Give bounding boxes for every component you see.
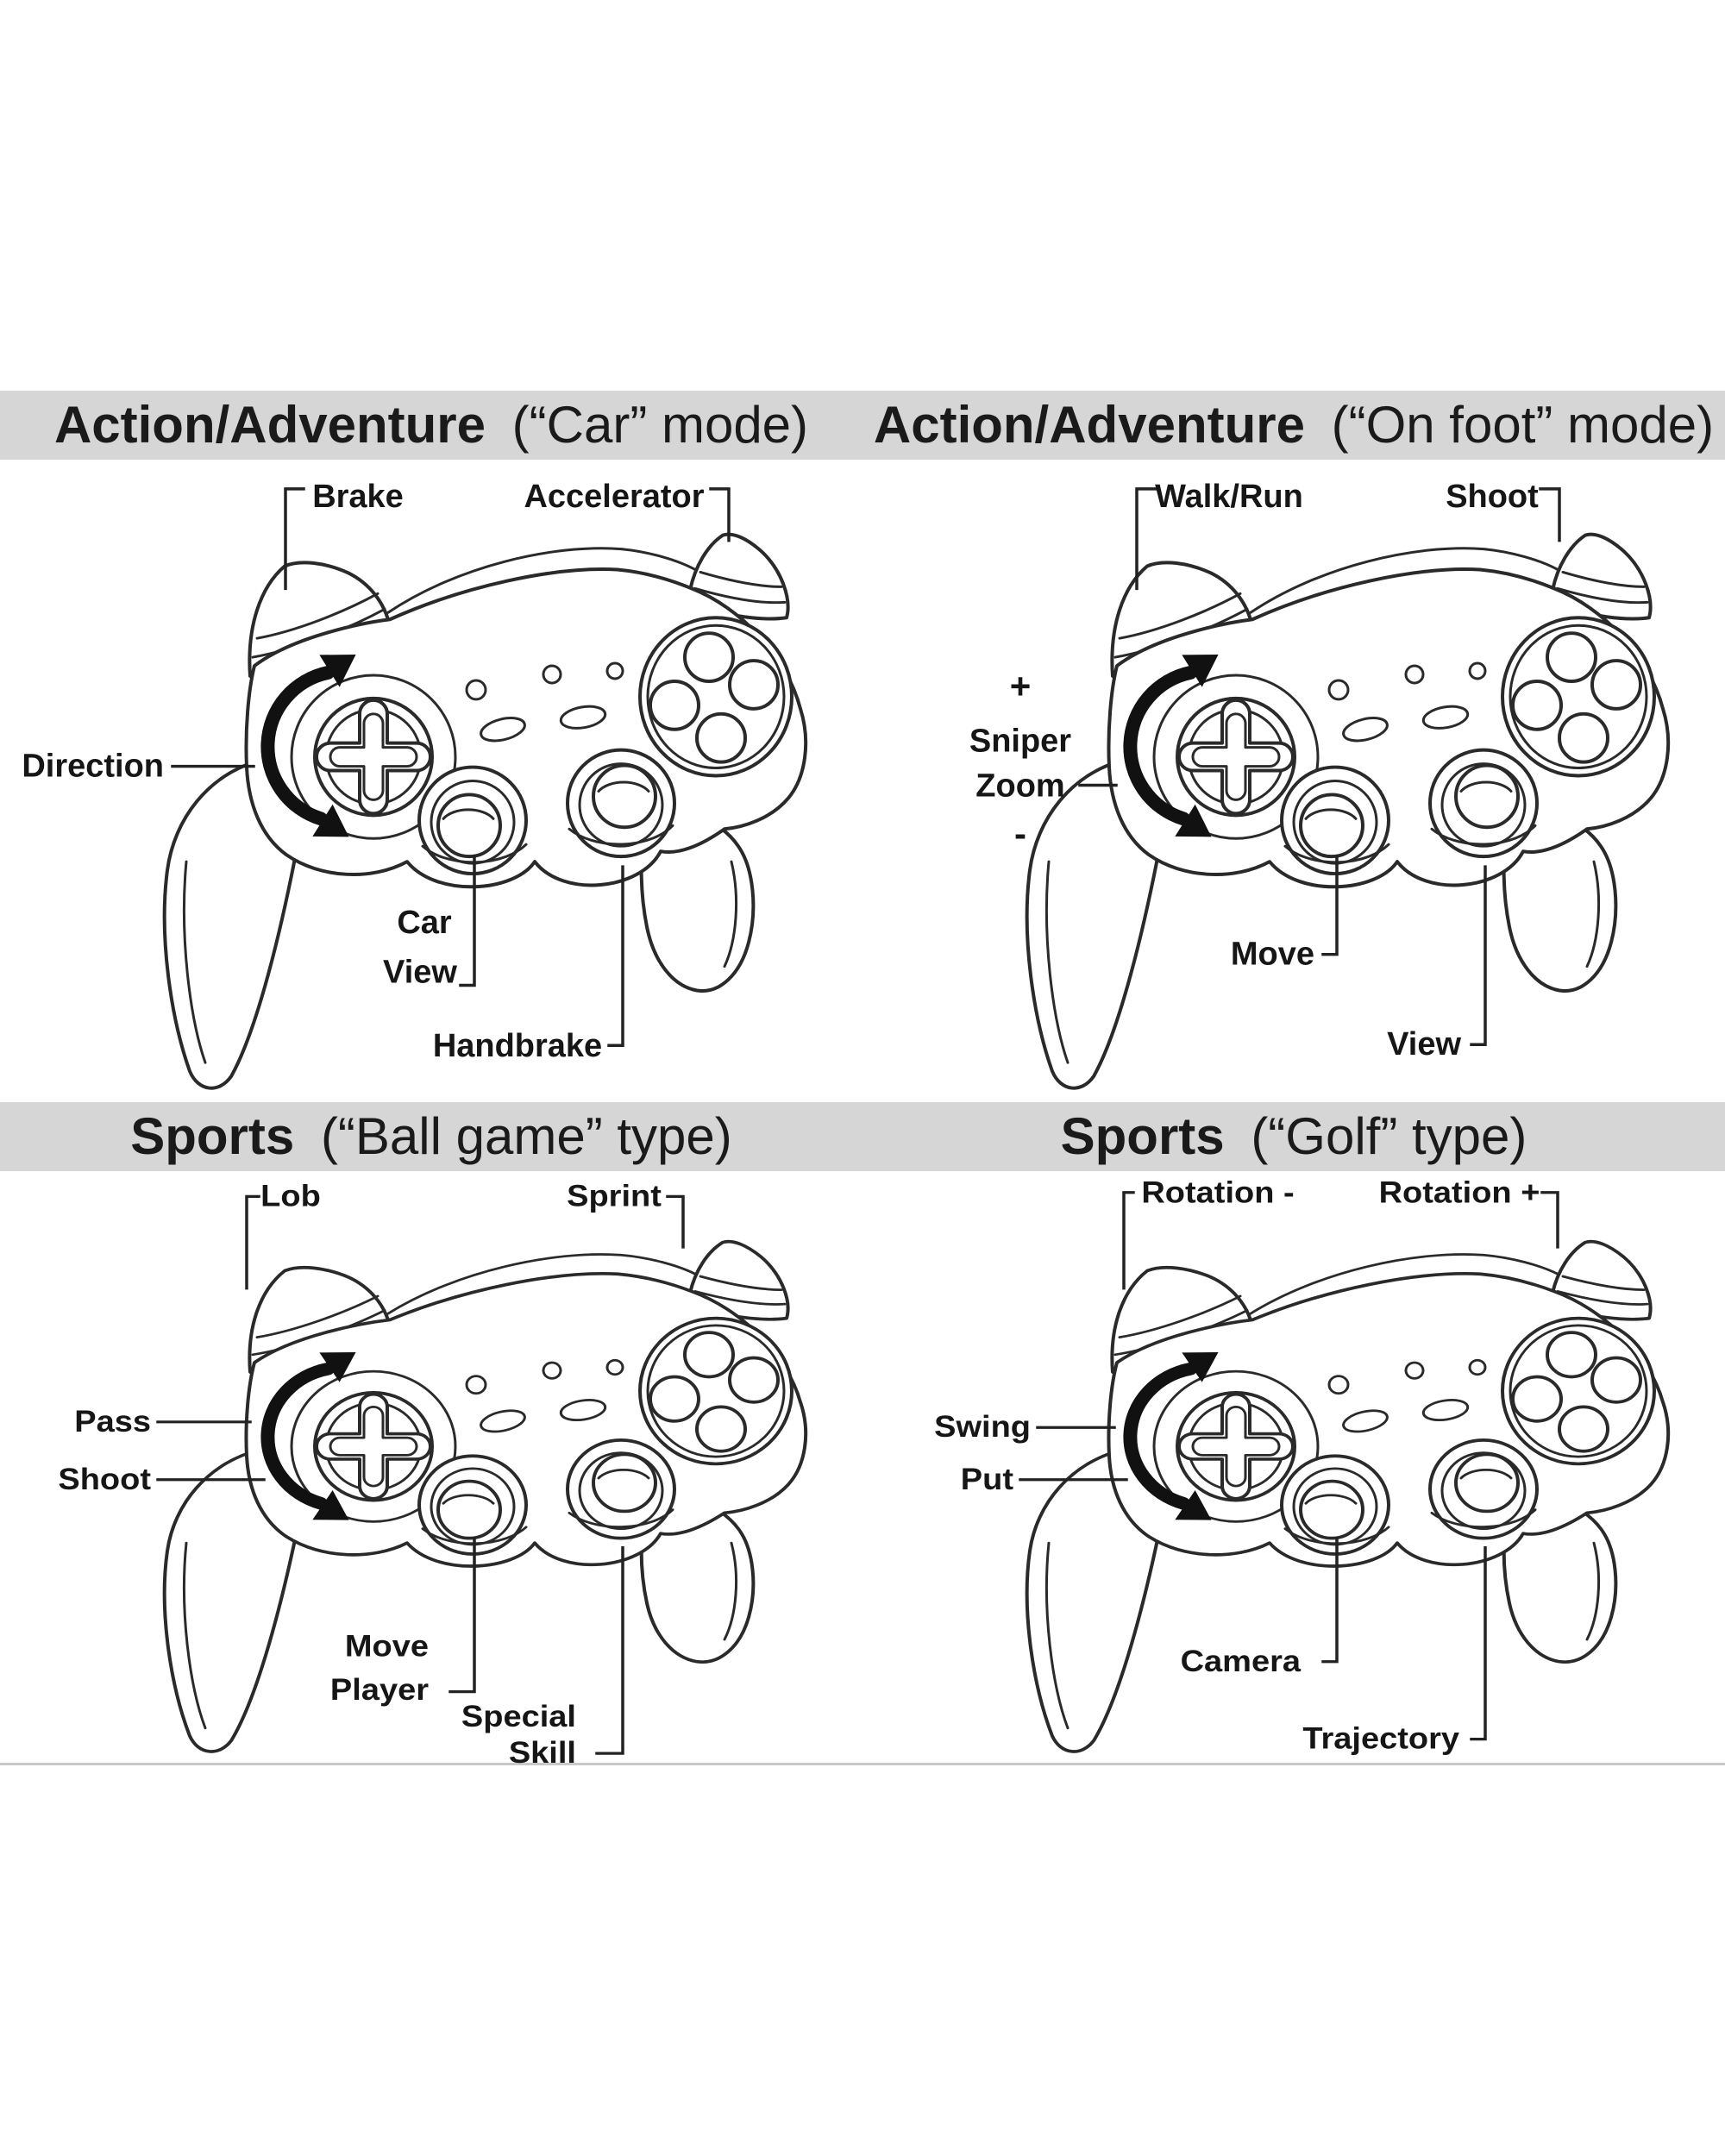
callout-move (1321, 855, 1339, 956)
label-direction: Direction (22, 749, 164, 785)
callout-move-player (448, 1537, 476, 1694)
callout-trajectory (1470, 1546, 1487, 1741)
label-sprint: Sprint (567, 1179, 662, 1213)
callout-view (1470, 865, 1487, 1047)
callout-lob (245, 1194, 260, 1290)
label-brake: Brake (312, 479, 404, 515)
label-sniper-plus: + (1010, 666, 1032, 706)
callout-shoot (1539, 487, 1561, 542)
label-zoom: Zoom (975, 768, 1064, 804)
label-handbrake: Handbrake (433, 1028, 602, 1064)
callout-brake (284, 487, 305, 591)
label-put: Put (961, 1462, 1013, 1495)
label-walk-run: Walk/Run (1155, 479, 1303, 515)
label-move: Move (345, 1629, 429, 1663)
callout-car-view (459, 855, 476, 987)
header-golf-normal: (“Golf” type) (1251, 1107, 1527, 1165)
header-golf-bold: Sports (1060, 1107, 1225, 1165)
header-car-mode: Action/Adventure (“Car” mode) (0, 391, 862, 460)
label-player: Player (330, 1672, 429, 1706)
banner-action-adventure: Action/Adventure (“Car” mode) Action/Adv… (0, 391, 1725, 460)
callout-camera (1321, 1537, 1339, 1664)
gamepad-art (165, 1242, 806, 1752)
label-pass: Pass (74, 1404, 151, 1438)
label-move: Move (1231, 937, 1314, 973)
label-sniper-minus: - (1014, 813, 1026, 854)
label-view: View (1387, 1026, 1461, 1062)
label-swing: Swing (934, 1410, 1031, 1444)
label-car: Car (397, 905, 452, 941)
label-special: Special (461, 1699, 576, 1733)
label-sniper: Sniper (969, 724, 1071, 760)
label-rotation-plus: Rotation + (1379, 1175, 1540, 1209)
label-view: View (383, 955, 457, 991)
header-car-bold: Action/Adventure (53, 396, 486, 454)
diagram-car-mode: Brake Accelerator Direction Car View Han… (0, 458, 862, 1102)
gamepad-art (1027, 1242, 1668, 1752)
gamepad-art (165, 535, 806, 1088)
callout-handbrake (607, 865, 624, 1048)
banner-sports: Sports (“Ball game” type) Sports (“Golf”… (0, 1102, 1725, 1171)
callout-rotation-minus (1122, 1191, 1135, 1290)
label-shoot: Shoot (1446, 479, 1539, 515)
diagram-ballgame-type: Lob Sprint Pass Shoot Move Player Specia… (0, 1171, 862, 1770)
callout-walk-run (1135, 487, 1158, 591)
label-rotation-minus: Rotation - (1141, 1175, 1294, 1209)
callout-special-skill (595, 1546, 624, 1755)
callout-accelerator (709, 487, 731, 542)
label-accelerator: Accelerator (524, 479, 704, 515)
header-golf-type: Sports (“Golf” type) (862, 1102, 1725, 1171)
header-car-normal: (“Car” mode) (511, 396, 809, 454)
header-ballgame-normal: (“Ball game” type) (320, 1107, 732, 1165)
callout-rotation-plus (1540, 1191, 1559, 1249)
header-onfoot-bold: Action/Adventure (873, 396, 1305, 454)
label-shoot: Shoot (58, 1462, 151, 1495)
header-onfoot-mode: Action/Adventure (“On foot” mode) (862, 391, 1725, 460)
header-ballgame-bold: Sports (130, 1107, 295, 1165)
header-ballgame-type: Sports (“Ball game” type) (0, 1102, 862, 1171)
callout-sprint (666, 1194, 685, 1249)
label-skill: Skill (509, 1736, 576, 1770)
page-divider-line (0, 1763, 1725, 1765)
header-onfoot-normal: (“On foot” mode) (1331, 396, 1715, 454)
label-camera: Camera (1181, 1644, 1302, 1677)
label-lob: Lob (260, 1179, 321, 1213)
gamepad-art (1027, 535, 1668, 1088)
label-trajectory: Trajectory (1302, 1721, 1459, 1755)
diagram-onfoot-mode: Walk/Run Shoot + Sniper Zoom - Move View (862, 458, 1725, 1102)
diagram-golf-type: Rotation - Rotation + Swing Put Camera T… (862, 1171, 1725, 1764)
